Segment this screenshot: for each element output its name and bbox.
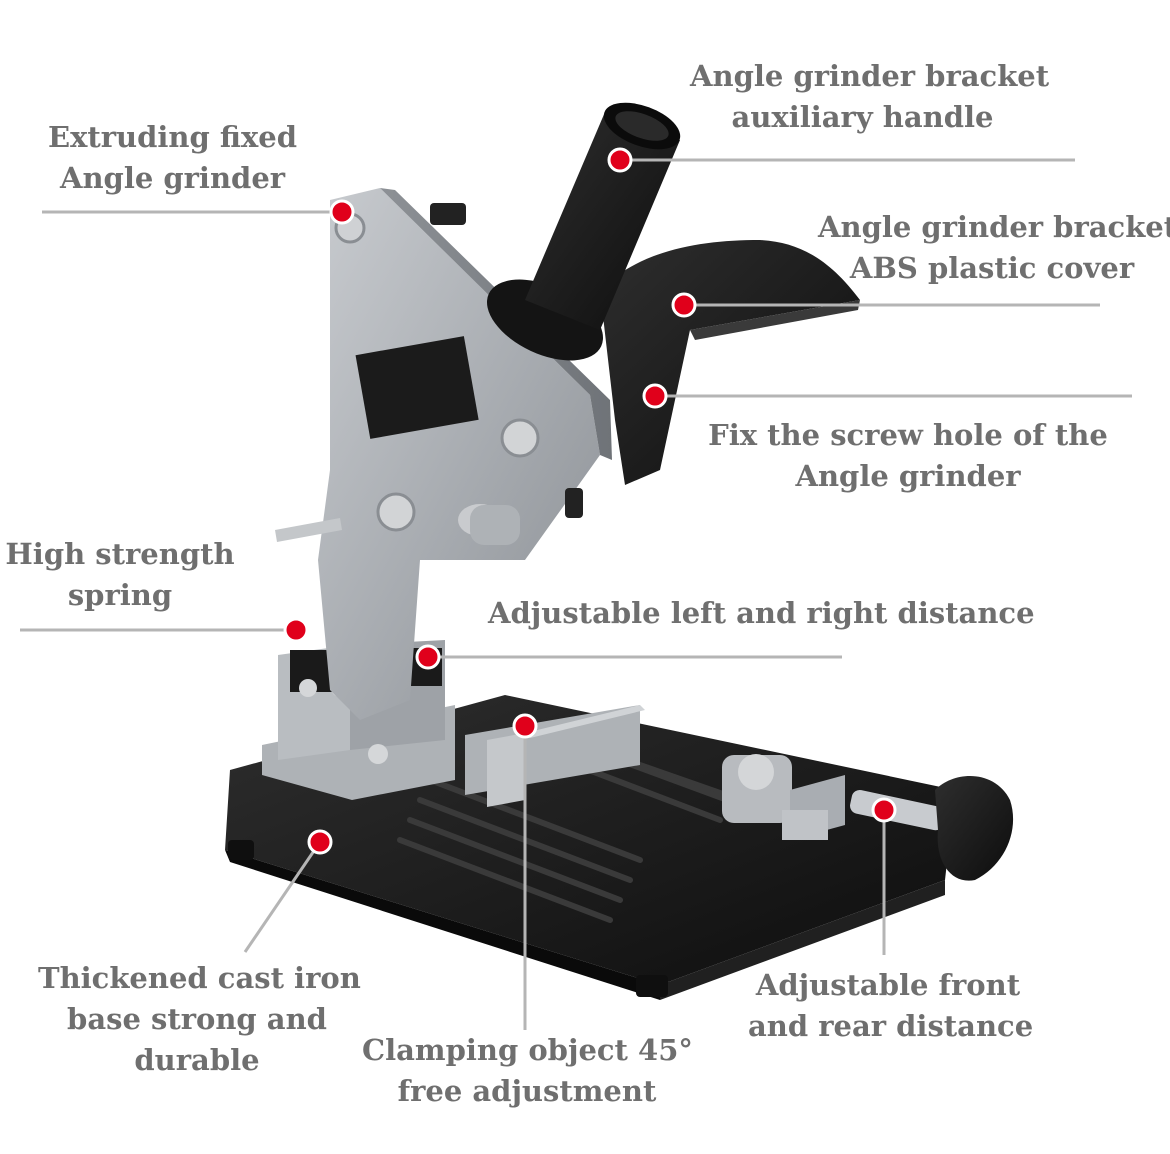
label-spring: High strength spring [5,534,235,616]
marker-left-right [415,644,441,670]
label-auxiliary-handle-line-1: Angle grinder bracket [690,59,1050,93]
label-front-rear-distance-line-1: Adjustable front [755,968,1021,1002]
label-screw-hole: Fix the screw hole of the Angle grinder [708,415,1108,497]
marker-clamp [512,713,538,739]
label-front-rear-distance-line-2: and rear distance [748,1009,1034,1043]
marker-base [307,829,333,855]
front-rear-clamp [722,754,1014,881]
label-auxiliary-handle-line-2: auxiliary handle [731,100,994,134]
label-cast-iron-base: Thickened cast iron base strong and dura… [38,958,361,1081]
label-extruding-fixed: Extruding fixed Angle grinder [40,117,305,199]
label-plastic-cover-line-2: ABS plastic cover [849,251,1135,285]
label-clamping-object-line-2: free adjustment [397,1074,657,1108]
marker-screw-hole [642,383,668,409]
label-auxiliary-handle: Angle grinder bracket auxiliary handle [690,56,1050,138]
label-plastic-cover-line-1: Angle grinder bracket [818,210,1170,244]
label-plastic-cover: Angle grinder bracket ABS plastic cover [818,207,1170,289]
label-left-right-distance-line-1: Adjustable left and right distance [488,596,1035,630]
marker-spring [283,617,309,643]
leader-base [243,841,322,953]
marker-front-rear [871,797,897,823]
main-frame [275,188,612,720]
label-clamping-object-line-1: Clamping object 45° [362,1033,693,1067]
label-cast-iron-base-line-3: durable [134,1043,260,1077]
marker-extruding [329,199,355,225]
auxiliary-handle [487,102,681,361]
label-screw-hole-line-2: Angle grinder [795,459,1021,493]
label-front-rear-distance: Adjustable front and rear distance [748,965,1034,1047]
label-cast-iron-base-line-2: base strong and [67,1002,327,1036]
label-spring-line-2: spring [67,578,173,612]
label-extruding-fixed-line-1: Extruding fixed [47,120,297,154]
label-cast-iron-base-line-1: Thickened cast iron [38,961,361,995]
markers [283,147,897,855]
label-clamping-object: Clamping object 45° free adjustment [362,1030,693,1112]
abs-plastic-cover [600,240,860,485]
clamp-plate [465,705,645,807]
label-spring-line-1: High strength [5,537,235,571]
marker-cover [671,292,697,318]
marker-handle [607,147,633,173]
leader-lines [20,158,1132,1030]
label-extruding-fixed-line-2: Angle grinder [59,161,286,195]
label-left-right-distance: Adjustable left and right distance [488,593,1035,634]
label-screw-hole-line-1: Fix the screw hole of the [708,418,1108,452]
